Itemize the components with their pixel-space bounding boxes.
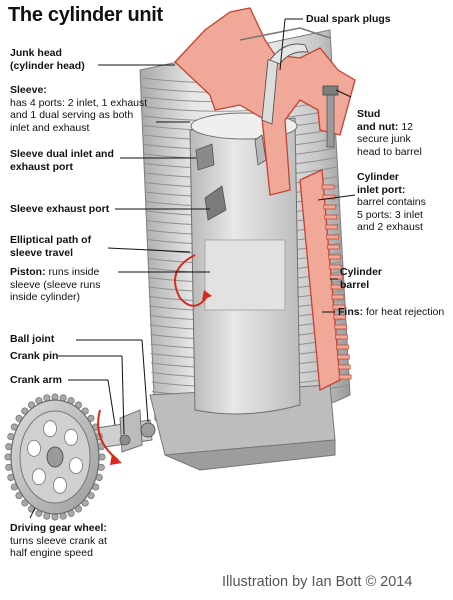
label-sleeve: Sleeve: has 4 ports: 2 inlet, 1 exhaust … — [10, 84, 147, 134]
gear-hole — [69, 457, 83, 475]
nut-shape — [322, 85, 339, 96]
label-cyl-barrel-1: Cylinder — [340, 266, 383, 278]
label-dual-spark-plugs: Dual spark plugs — [306, 13, 391, 26]
label-cyl-inlet-5: and 2 exhaust — [357, 221, 423, 233]
barrel-fin-tooth — [328, 264, 342, 270]
barrel-fin-tooth — [321, 184, 335, 190]
barrel-cut-fins — [321, 184, 352, 380]
label-crank-arm: Crank arm — [10, 374, 62, 387]
label-fins: Fins: for heat rejection — [338, 306, 444, 319]
barrel-fin-tooth — [335, 334, 348, 340]
label-gear-1: turns sleeve crank at — [10, 534, 107, 547]
label-stud-text1: 12 — [401, 120, 414, 133]
barrel-fin-tooth — [327, 244, 340, 250]
gear-hole — [43, 420, 57, 438]
label-junk-head: Junk head (cylinder head) — [10, 47, 85, 72]
barrel-fin-tooth — [338, 374, 352, 380]
sleeve-dual-port-shape — [195, 143, 215, 171]
label-fins-text: for heat rejection — [366, 306, 445, 318]
barrel-fin-tooth — [330, 284, 344, 290]
barrel-fin-tooth — [334, 324, 347, 330]
label-ball-joint: Ball joint — [10, 333, 54, 346]
barrel-fin-tooth — [336, 354, 350, 360]
gear-hole — [64, 428, 78, 446]
label-gear-title: Driving gear wheel: — [10, 522, 107, 534]
label-piston-1: runs inside — [48, 266, 100, 278]
gear-hole — [32, 468, 46, 486]
label-piston-3: inside cylinder) — [10, 291, 81, 303]
label-sleeve-dual-port: Sleeve dual inlet and exhaust port — [10, 148, 114, 173]
barrel-fin-tooth — [332, 304, 346, 310]
label-cylinder-inlet-port: Cylinder inlet port: barrel contains 5 p… — [357, 171, 426, 234]
label-elliptical-path: Elliptical path of sleeve travel — [10, 234, 91, 259]
gear-tooth — [4, 453, 12, 461]
label-crank-pin-text: Crank pin — [10, 350, 59, 362]
label-cyl-inlet-1: Cylinder — [357, 171, 400, 183]
barrel-fin-tooth — [326, 234, 339, 240]
gear-tooth — [21, 407, 29, 415]
spark-plugs — [239, 27, 331, 166]
label-cylinder-barrel: Cylinder barrel — [340, 266, 382, 291]
label-sleeve-exhaust-port: Sleeve exhaust port — [10, 203, 109, 216]
label-stud-text3: head to barrel — [357, 145, 422, 158]
driving-gear-wheel — [4, 393, 106, 521]
label-stud-text2: secure junk — [357, 133, 411, 145]
label-elliptical-1: Elliptical path of — [10, 234, 92, 246]
label-junk-head-title: Junk head — [10, 47, 62, 59]
barrel-fin-tooth — [337, 364, 351, 370]
label-stud-title2: and nut: — [357, 120, 399, 133]
label-gear-2: half engine speed — [10, 547, 93, 559]
ball-joint-shape — [140, 422, 156, 438]
label-dual-spark-plugs-text: Dual spark plugs — [306, 13, 391, 25]
label-driving-gear: Driving gear wheel: turns sleeve crank a… — [10, 522, 107, 560]
label-sleeve-exhaust-text: Sleeve exhaust port — [10, 203, 110, 215]
stud-shape — [326, 91, 335, 148]
gear-tooth — [51, 513, 59, 521]
barrel-fin-tooth — [331, 294, 345, 300]
label-cyl-inlet-4: 5 ports: 3 inlet — [357, 208, 423, 221]
gear-tooth — [51, 393, 59, 401]
leader-lines — [29, 18, 356, 519]
barrel-fin-tooth — [327, 254, 341, 260]
barrel-fin-tooth — [324, 214, 338, 220]
label-elliptical-2: sleeve travel — [10, 246, 74, 259]
gear-tooth — [21, 499, 29, 507]
label-sleeve-title: Sleeve: — [10, 84, 47, 96]
barrel-fin-tooth — [336, 344, 349, 350]
label-fins-title: Fins: — [338, 306, 364, 318]
piston-shape — [204, 239, 286, 311]
label-sleeve-line1: has 4 ports: 2 inlet, 1 exhaust — [10, 96, 148, 109]
barrel-fin-tooth — [323, 204, 337, 210]
label-piston-title: Piston: — [10, 266, 46, 278]
label-piston-2: sleeve (sleeve runs — [10, 278, 101, 291]
label-piston: Piston: runs inside sleeve (sleeve runs … — [10, 266, 100, 304]
diagram-title: The cylinder unit — [8, 4, 163, 26]
label-ball-joint-text: Ball joint — [10, 333, 55, 345]
label-sleeve-dual-1: Sleeve dual inlet and — [10, 148, 114, 160]
gear-hole — [53, 476, 67, 494]
label-crank-pin: Crank pin — [10, 350, 58, 363]
label-cyl-inlet-2: inlet port: — [357, 183, 406, 196]
motion-arrows — [97, 254, 212, 465]
label-sleeve-dual-2: exhaust port — [10, 160, 74, 173]
label-junk-head-sub: (cylinder head) — [10, 59, 85, 72]
gear-tooth — [81, 407, 89, 415]
label-crank-arm-text: Crank arm — [10, 374, 62, 386]
gear-tooth — [81, 499, 89, 507]
label-stud-and-nut: Stud and nut: 12 secure junk head to bar… — [357, 108, 422, 158]
gear-tooth — [98, 453, 106, 461]
label-cyl-inlet-3: barrel contains — [357, 196, 426, 208]
label-stud-title1: Stud — [357, 108, 381, 120]
gear-hole — [27, 439, 41, 457]
label-cyl-barrel-2: barrel — [340, 278, 370, 291]
crank-pin-shape — [119, 434, 131, 446]
label-sleeve-line3: inlet and exhaust — [10, 121, 90, 134]
barrel-fin-tooth — [333, 314, 347, 320]
label-sleeve-line2: and 1 dual serving as both — [10, 109, 134, 121]
illustration-credit: Illustration by Ian Bott © 2014 — [222, 574, 413, 590]
barrel-fin-tooth — [325, 224, 338, 230]
sleeve-exhaust-port-shape — [204, 185, 227, 221]
